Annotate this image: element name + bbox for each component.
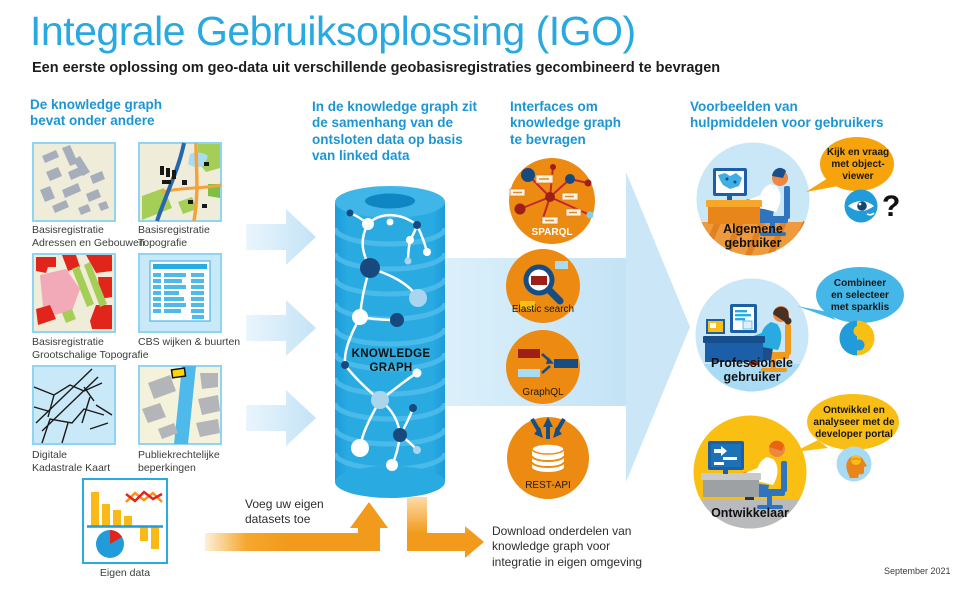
magnifier-search-icon (506, 249, 580, 323)
flow-arrows-sources-to-graph (246, 203, 318, 456)
page-subtitle: Een eerste oplossing om geo-data uit ver… (32, 60, 721, 76)
knowledge-graph-label: KNOWLEDGE GRAPH (351, 348, 431, 375)
map-topografie-thumbnail (138, 142, 222, 227)
persona-label-general: Algemene gebruiker (723, 222, 783, 250)
persona-label-developer: Ontwikkelaar (711, 506, 789, 520)
table-cbs-wijken-buurten-thumbnail (138, 253, 222, 338)
rest-api-database-icon (507, 417, 589, 499)
bubble-object-viewer (800, 136, 900, 203)
map-label: Digitale Kadastrale Kaart (32, 449, 111, 475)
bubble-text: Kijk en vraag met object- viewer (826, 147, 890, 182)
graphql-merge-icon (506, 330, 580, 404)
map-beperkingen-thumbnail (138, 365, 222, 450)
sparklis-puzzle-icon (838, 319, 876, 362)
column-heading-users: Voorbeelden van hulpmiddelen voor gebrui… (690, 99, 884, 131)
bubble-text: Ontwikkel en analyseer met de developer … (813, 405, 895, 440)
sparql-network-icon (509, 158, 595, 244)
page-title: Integrale Gebruiksoplossing (IGO) (30, 8, 636, 54)
map-label: CBS wijken & buurten (138, 336, 241, 348)
question-mark: ? (882, 190, 901, 223)
map-label: Basisregistratie Grootschalige Topografi… (32, 336, 149, 362)
map-label: Basisregistratie Adressen en Gebouwen (32, 224, 145, 250)
interface-label-elastic: Elastic search (511, 304, 575, 315)
column-heading-interfaces: Interfaces om knowledge graph te bevrage… (510, 99, 622, 147)
head-brain-icon (835, 445, 873, 488)
map-kadastrale-kaart-thumbnail (32, 365, 116, 450)
add-datasets-arrow (205, 502, 388, 551)
column-heading-sources: De knowledge graph bevat onder andere (30, 97, 163, 129)
professional-user-desk-illustration (695, 278, 809, 397)
publication-date: September 2021 (884, 566, 951, 576)
interface-circles (498, 153, 608, 510)
developer-desk-illustration (693, 415, 807, 534)
download-arrow (407, 497, 484, 558)
map-label: Eigen data (99, 567, 151, 579)
download-text: Download onderdelen van knowledge graph … (492, 524, 643, 569)
bubble-text: Combineer en selecteer met sparklis (830, 278, 890, 313)
knowledge-graph-cylinder (328, 182, 452, 505)
map-adressen-gebouwen-thumbnail (32, 142, 116, 227)
interface-label-graphql: GraphQL (522, 387, 564, 398)
bubble-sparklis (792, 264, 908, 333)
eye-icon (843, 188, 881, 231)
add-datasets-text: Voeg uw eigen datasets toe (245, 497, 324, 527)
flow-arrows-datasets (200, 495, 490, 570)
bubble-developer-portal (786, 392, 906, 463)
interface-label-restapi: REST-API (525, 480, 571, 491)
general-user-desk-illustration (696, 142, 810, 261)
interface-label-sparql: SPARQL (531, 227, 573, 238)
column-heading-graph: In de knowledge graph zit de samenhang v… (312, 99, 478, 164)
charts-eigen-data-thumbnail (82, 478, 168, 569)
map-grootschalige-topografie-thumbnail (32, 253, 116, 338)
map-label: Basisregistratie Topografie (138, 224, 210, 250)
linked-data-nodes (341, 209, 431, 471)
persona-label-professional: Professionele gebruiker (711, 356, 793, 384)
map-label: Publiekrechtelijke beperkingen (138, 449, 220, 475)
